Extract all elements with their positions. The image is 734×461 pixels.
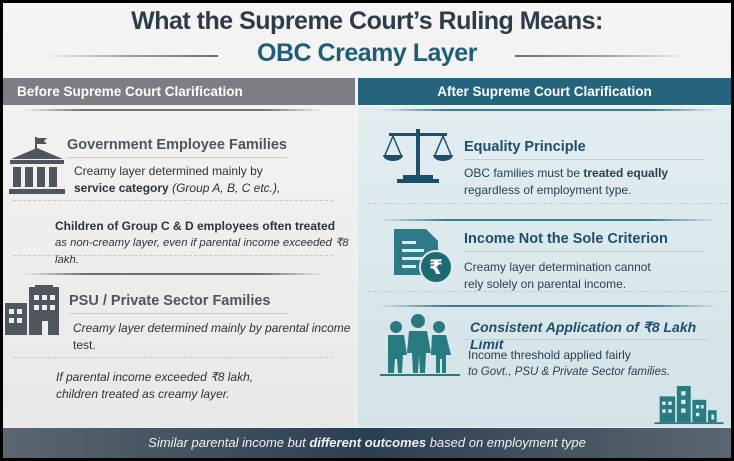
title-rule-right <box>515 55 690 57</box>
divider <box>13 357 333 358</box>
divider <box>464 159 704 160</box>
city-buildings-icon <box>654 386 724 424</box>
divider <box>23 109 323 111</box>
gov-heading: Government Employee Families <box>67 137 287 153</box>
income-heading: Income Not the Sole Criterion <box>464 231 668 247</box>
before-column: Government Employee Families Creamy laye… <box>3 107 355 427</box>
subtitle: OBC Creamy Layer <box>257 39 477 67</box>
divider <box>13 255 333 256</box>
after-header: After Supreme Court Clarification <box>358 78 731 105</box>
before-header: Before Supreme Court Clarification <box>3 78 355 105</box>
consistent-heading: Consistent Application of ₹8 Lakh Limit <box>470 319 697 352</box>
family-icon <box>380 314 460 376</box>
scales-of-justice-icon <box>383 129 453 183</box>
equality-heading: Equality Principle <box>464 139 586 155</box>
svg-text:₹: ₹ <box>429 255 443 279</box>
divider <box>67 157 287 158</box>
title: What the Supreme Court’s Ruling Means: <box>131 7 603 35</box>
after-column: Equality Principle OBC families must be … <box>358 107 731 427</box>
psu-note: If parental income exceeded ₹8 lakh,chil… <box>56 370 254 401</box>
divider <box>368 203 728 204</box>
document-rupee-icon: ₹ <box>394 229 453 284</box>
divider <box>368 291 728 292</box>
divider <box>378 219 718 221</box>
divider <box>464 339 709 340</box>
psu-heading: PSU / Private Sector Families <box>69 293 271 309</box>
divider <box>464 251 704 252</box>
gov-note: Children of Group C & D employees often … <box>55 219 349 266</box>
psu-text: Creamy layer determined mainly by parent… <box>73 321 351 352</box>
divider <box>23 273 323 275</box>
footer-banner: Similar parental income but different ou… <box>3 428 731 458</box>
title-rule-left <box>43 55 218 57</box>
divider <box>69 313 289 314</box>
infographic: What the Supreme Court’s Ruling Means: O… <box>3 3 731 458</box>
divider <box>378 109 718 111</box>
office-building-icon <box>5 285 59 335</box>
divider <box>378 305 718 307</box>
government-building-icon <box>9 137 65 194</box>
divider <box>13 200 333 201</box>
